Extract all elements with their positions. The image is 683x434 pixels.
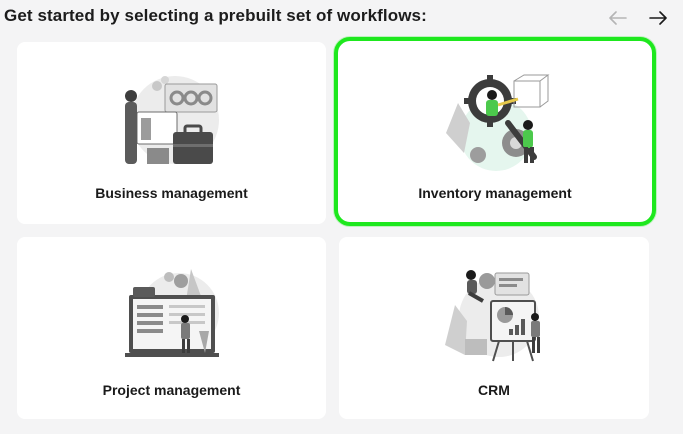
arrow-right-icon xyxy=(649,11,667,25)
card-label: Inventory management xyxy=(418,185,572,201)
business-illustration xyxy=(125,76,219,164)
inventory-illustration xyxy=(446,74,550,171)
next-button[interactable] xyxy=(646,6,670,30)
workflow-card-crm[interactable]: CRM xyxy=(339,237,649,419)
workflow-card-business-management[interactable]: Business management xyxy=(17,42,326,224)
page-header: Get started by selecting a prebuilt set … xyxy=(0,0,683,36)
project-illustration xyxy=(125,269,219,357)
crm-illustration xyxy=(445,270,540,362)
workflow-card-inventory-management[interactable]: Inventory management xyxy=(334,37,656,226)
page-title: Get started by selecting a prebuilt set … xyxy=(4,6,427,25)
card-label: Project management xyxy=(102,382,241,398)
prev-button[interactable] xyxy=(606,6,630,30)
arrow-left-icon xyxy=(609,11,627,25)
card-label: Business management xyxy=(95,185,248,201)
card-label: CRM xyxy=(478,382,510,398)
workflow-card-project-management[interactable]: Project management xyxy=(17,237,326,419)
